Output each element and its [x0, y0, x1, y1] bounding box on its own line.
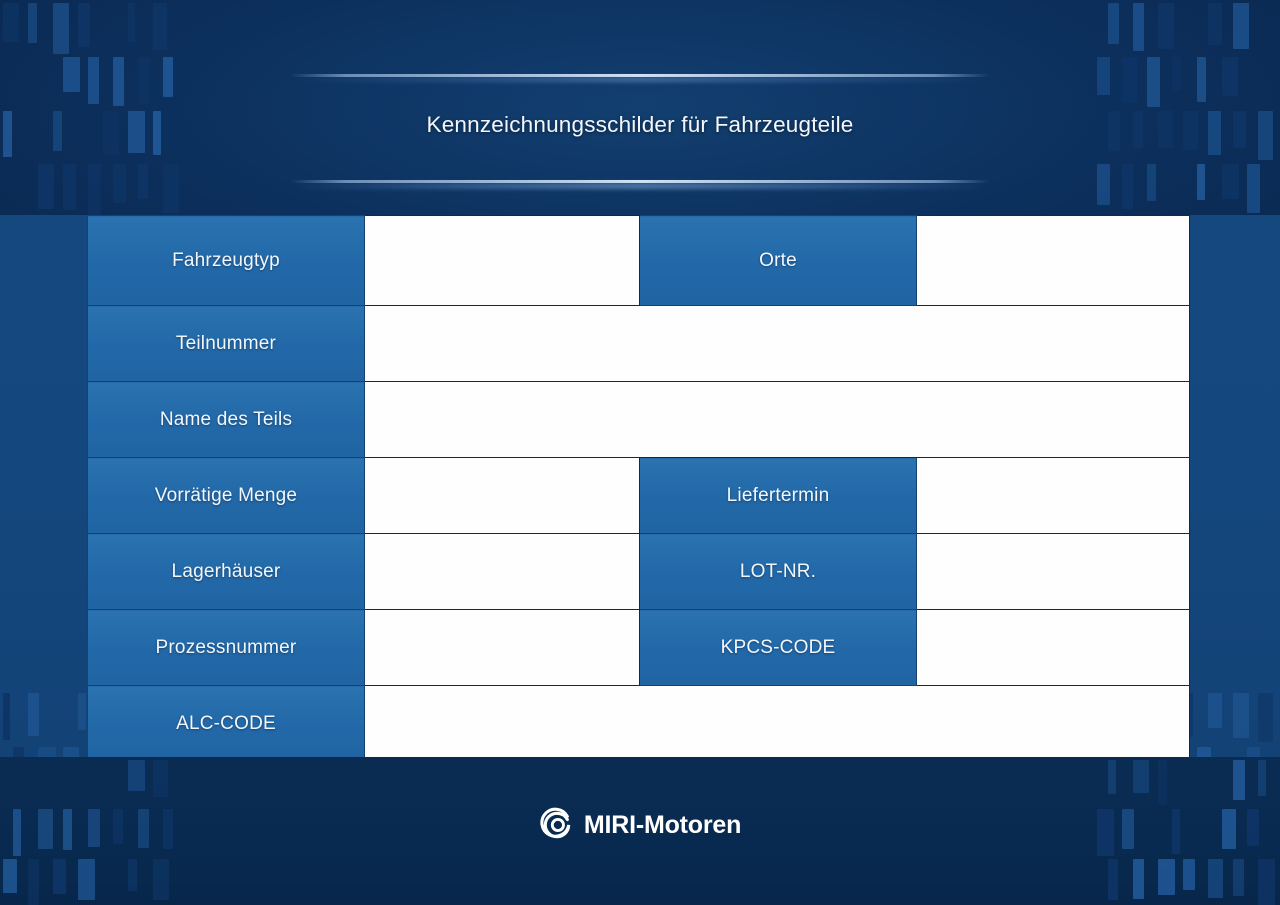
table-row: Vorrätige Menge Liefertermin: [87, 457, 1190, 534]
field-label-cell: Lagerhäuser: [87, 533, 365, 610]
field-label-cell: Fahrzeugtyp: [87, 215, 365, 306]
field-value-cell[interactable]: [916, 215, 1190, 306]
divider-bottom-icon: [290, 180, 990, 183]
header-band: Kennzeichnungsschilder für Fahrzeugteile: [0, 0, 1280, 215]
field-label-cell: Vorrätige Menge: [87, 457, 365, 534]
footer-band: MIRI-Motoren: [0, 757, 1280, 905]
decorative-bars-header-right: [1097, 0, 1280, 215]
field-label-cell: Liefertermin: [639, 457, 917, 534]
decorative-bars-header-left: [0, 0, 180, 215]
field-value-cell[interactable]: [916, 609, 1190, 686]
table-row: Lagerhäuser LOT-NR.: [87, 533, 1190, 610]
field-value-cell[interactable]: [364, 609, 640, 686]
brand-name: MIRI-Motoren: [583, 810, 742, 839]
field-label-cell: Teilnummer: [87, 305, 365, 382]
field-value-cell[interactable]: [364, 215, 640, 306]
field-label-cell: Name des Teils: [87, 381, 365, 458]
page-title: Kennzeichnungsschilder für Fahrzeugteile: [426, 112, 854, 137]
swirl-ring-icon: [540, 807, 571, 839]
table-row: ALC-CODE: [87, 685, 1190, 762]
field-value-cell[interactable]: [364, 381, 1190, 458]
field-label-cell: Orte: [639, 215, 917, 306]
field-label-cell: LOT-NR.: [639, 533, 917, 610]
field-value-cell[interactable]: [364, 305, 1190, 382]
field-value-cell[interactable]: [916, 457, 1190, 534]
table-row: Fahrzeugtyp Orte: [87, 215, 1190, 306]
field-label-cell: KPCS-CODE: [639, 609, 917, 686]
field-value-cell[interactable]: [916, 533, 1190, 610]
field-value-cell[interactable]: [364, 533, 640, 610]
field-value-cell[interactable]: [364, 685, 1190, 762]
divider-top-icon: [290, 74, 990, 77]
brand-logo: MIRI-Motoren: [0, 807, 1280, 843]
table-row: Teilnummer: [87, 305, 1190, 382]
field-value-cell[interactable]: [364, 457, 640, 534]
table-row: Prozessnummer KPCS-CODE: [87, 609, 1190, 686]
field-label-cell: ALC-CODE: [87, 685, 365, 762]
table-row: Name des Teils: [87, 381, 1190, 458]
field-label-cell: Prozessnummer: [87, 609, 365, 686]
